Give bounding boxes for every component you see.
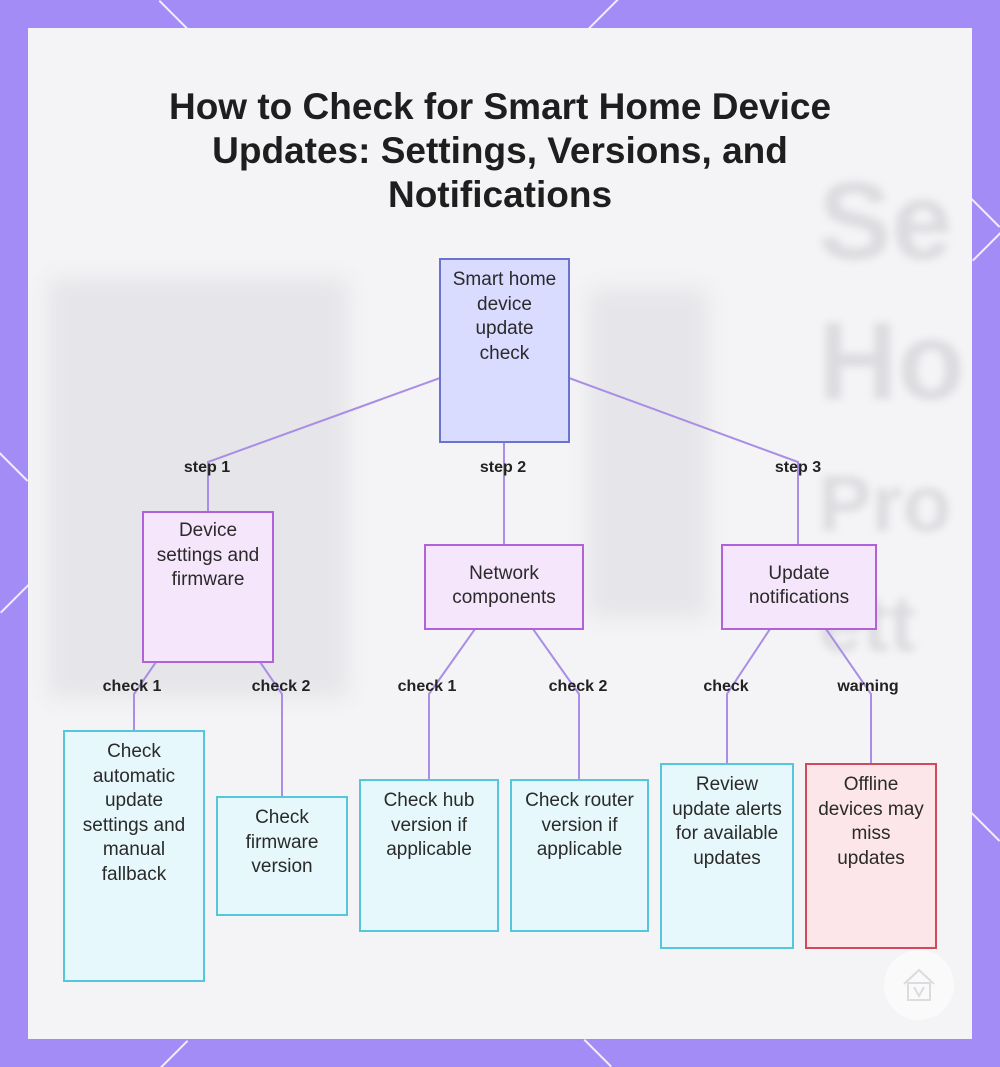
edge-network-check2: [532, 628, 580, 780]
node-review-update-alerts: Review update alerts for available updat…: [660, 763, 794, 949]
node-review-alerts-text: Review update alerts for available updat…: [672, 774, 782, 869]
node-check-firmware-version: Check firmware version: [216, 796, 348, 916]
edge-device-check1: [133, 661, 157, 731]
node-hub-version-text: Check hub version if applicable: [383, 790, 475, 860]
edge-label-device-check-1: check 1: [102, 678, 162, 695]
node-router-version-text: Check router version if applicable: [525, 790, 634, 860]
edge-network-check1: [428, 628, 476, 780]
house-logo-icon: [884, 950, 954, 1020]
edge-label-notif-check: check: [703, 678, 749, 695]
node-auto-update-text: Check automatic update settings and manu…: [82, 741, 186, 885]
page-title: How to Check for Smart Home Device Updat…: [168, 86, 832, 215]
background-blur: [588, 288, 708, 618]
edge-notif-warning: [825, 628, 872, 764]
edge-label-network-check-1: check 1: [397, 678, 457, 695]
node-device-settings-text: Device settings and firmware: [156, 520, 260, 590]
node-check-hub-version: Check hub version if applicable: [359, 779, 499, 932]
background-blur-glyph: Se: [818, 160, 953, 283]
node-root-smart-home-update-check: Smart home device update check: [439, 258, 570, 443]
node-network-text: Network components: [452, 562, 556, 609]
edge-device-check2: [259, 661, 283, 797]
node-device-settings-firmware: Device settings and firmware: [142, 511, 274, 663]
node-root-text: Smart home device update check: [452, 269, 557, 364]
edge-notif-check: [726, 628, 771, 764]
background-blur-glyph: Pro: [818, 459, 952, 548]
node-offline-warning-text: Offline devices may miss updates: [818, 774, 924, 869]
node-check-automatic-update-settings: Check automatic update settings and manu…: [63, 730, 205, 982]
node-notifications-text: Update notifications: [748, 562, 850, 609]
edge-label-step-2: step 2: [479, 459, 527, 476]
edge-label-step-1: step 1: [183, 459, 231, 476]
node-check-router-version: Check router version if applicable: [510, 779, 649, 932]
node-network-components: Network components: [424, 544, 584, 630]
background-blur-glyph: Ho: [818, 300, 965, 423]
edge-root-step1: [207, 377, 441, 512]
node-firmware-version-text: Check firmware version: [245, 807, 319, 877]
edge-label-network-check-2: check 2: [548, 678, 608, 695]
edge-label-device-check-2: check 2: [251, 678, 311, 695]
edge-root-step3: [568, 377, 799, 545]
edge-label-step-3: step 3: [774, 459, 822, 476]
node-offline-devices-warning: Offline devices may miss updates: [805, 763, 937, 949]
edge-label-notif-warning: warning: [837, 678, 899, 695]
node-update-notifications: Update notifications: [721, 544, 877, 630]
